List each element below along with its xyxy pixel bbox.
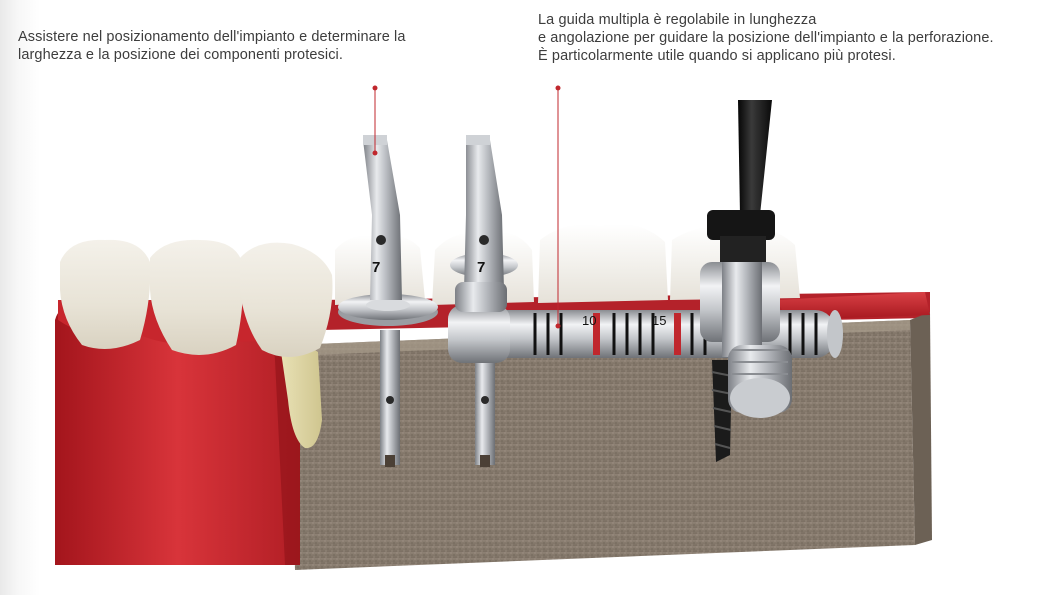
ruler-label-10: 10	[582, 313, 596, 328]
guide-pin-1	[338, 135, 438, 467]
pin-1-number: 7	[372, 259, 380, 276]
ruler-label-15: 15	[652, 313, 666, 328]
caption-right: La guida multipla è regolabile in lunghe…	[538, 12, 994, 64]
annotation-line-left	[372, 85, 378, 156]
ruler-red-mark-10	[593, 313, 600, 355]
black-drill	[707, 100, 775, 462]
tooth-root	[280, 343, 322, 449]
guide-pin-2	[450, 135, 518, 467]
drill-connector	[700, 262, 792, 418]
ruler-red-mark-15	[674, 313, 681, 355]
caption-left: Assistere nel posizionamento dell'impian…	[18, 29, 406, 63]
pin-2-number: 7	[477, 259, 485, 276]
annotation-line-right	[555, 85, 561, 329]
front-teeth	[60, 239, 333, 358]
